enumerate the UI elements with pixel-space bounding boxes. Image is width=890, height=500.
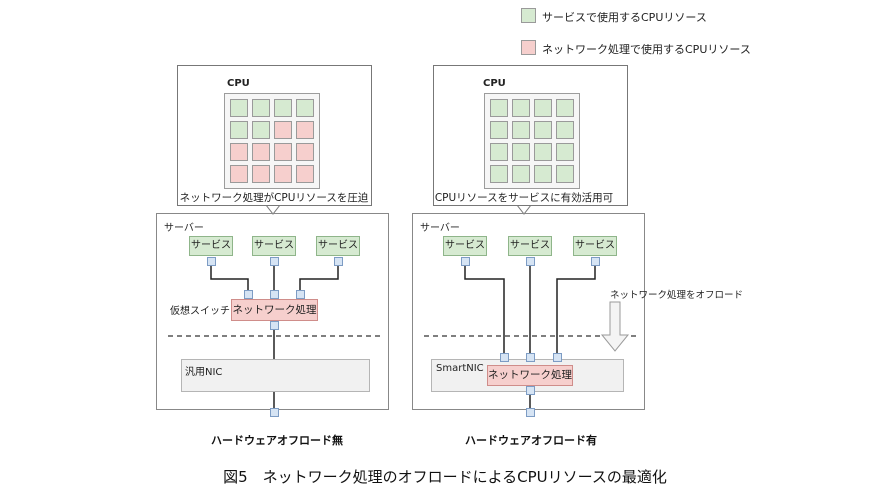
left-panel-title: ハードウェアオフロード無 [211,434,343,447]
right-cpu-cell [534,121,552,139]
right-cpu-cell [556,165,574,183]
right-server-label: サーバー [420,223,460,234]
right-cpu-cell [534,165,552,183]
right-cpu-cell [556,143,574,161]
right-cpu-cell [512,121,530,139]
left-cpu-panel: CPU [177,65,372,206]
right-service-1: サービス [443,236,487,256]
left-cpu-cell [296,99,314,117]
left-service-1: サービス [189,236,233,256]
legend-swatch-network [521,40,536,55]
left-cpu-cell [296,165,314,183]
right-cpu-cell [556,99,574,117]
right-nic-port-3 [553,353,562,362]
left-switch-port-bottom [270,321,279,330]
left-service-port-2 [270,257,279,266]
left-callout-text: ネットワーク処理がCPUリソースを圧迫 [179,192,369,204]
right-cpu-cell [490,143,508,161]
left-cpu-cell [230,165,248,183]
right-service-port-1 [461,257,470,266]
left-cpu-cell [296,143,314,161]
left-cpu-label: CPU [227,78,250,89]
left-service-port-3 [334,257,343,266]
right-cpu-cell [512,165,530,183]
left-service-3: サービス [316,236,360,256]
left-cpu-cell [252,165,270,183]
right-cpu-cell [556,121,574,139]
right-wiring [464,266,596,408]
right-nic-port-2 [526,353,535,362]
left-cpu-cell [230,99,248,117]
right-cpu-cell [490,165,508,183]
right-nic-label: SmartNIC [436,363,484,374]
left-vswitch-label: 仮想スイッチ [170,306,230,317]
right-nic-external-port [526,408,535,417]
right-service-2: サービス [508,236,552,256]
right-cpu-cell [512,99,530,117]
right-cpu-grid [484,93,580,189]
right-service-port-2 [526,257,535,266]
left-cpu-cell [230,121,248,139]
left-nic-label: 汎用NIC [185,367,223,378]
right-network-processing: ネットワーク処理 [487,365,573,386]
left-service-2: サービス [252,236,296,256]
left-cpu-cell [252,143,270,161]
left-nic-external-port [270,408,279,417]
left-network-processing: ネットワーク処理 [231,299,318,321]
offload-arrow-icon [600,301,630,352]
left-cpu-grid [224,93,320,189]
left-switch-port-3 [296,290,305,299]
right-cpu-panel: CPU [433,65,628,206]
right-callout-text: CPUリソースをサービスに有効活用可 [434,192,614,204]
left-cpu-cell [230,143,248,161]
left-cpu-cell [296,121,314,139]
right-nic-port-bottom [526,386,535,395]
right-offload-label: ネットワーク処理をオフロード [610,290,744,301]
right-cpu-cell [534,99,552,117]
right-cpu-label: CPU [483,78,506,89]
left-server-label: サーバー [164,223,204,234]
left-cpu-cell [274,99,292,117]
left-service-port-1 [207,257,216,266]
left-nic [181,359,370,392]
right-cpu-cell [512,143,530,161]
left-cpu-cell [274,121,292,139]
left-cpu-cell [252,99,270,117]
right-cpu-cell [490,99,508,117]
right-service-3: サービス [573,236,617,256]
figure-caption: 図5 ネットワーク処理のオフロードによるCPUリソースの最適化 [223,468,667,486]
legend-service-label: サービスで使用するCPUリソース [542,11,707,24]
legend-swatch-service [521,8,536,23]
right-service-port-3 [591,257,600,266]
left-cpu-cell [252,121,270,139]
left-switch-port-2 [270,290,279,299]
legend-network-label: ネットワーク処理で使用するCPUリソース [542,43,751,56]
left-switch-port-1 [244,290,253,299]
right-panel-title: ハードウェアオフロード有 [465,434,597,447]
right-cpu-cell [490,121,508,139]
right-nic-port-1 [500,353,509,362]
left-cpu-cell [274,143,292,161]
right-cpu-cell [534,143,552,161]
left-cpu-cell [274,165,292,183]
